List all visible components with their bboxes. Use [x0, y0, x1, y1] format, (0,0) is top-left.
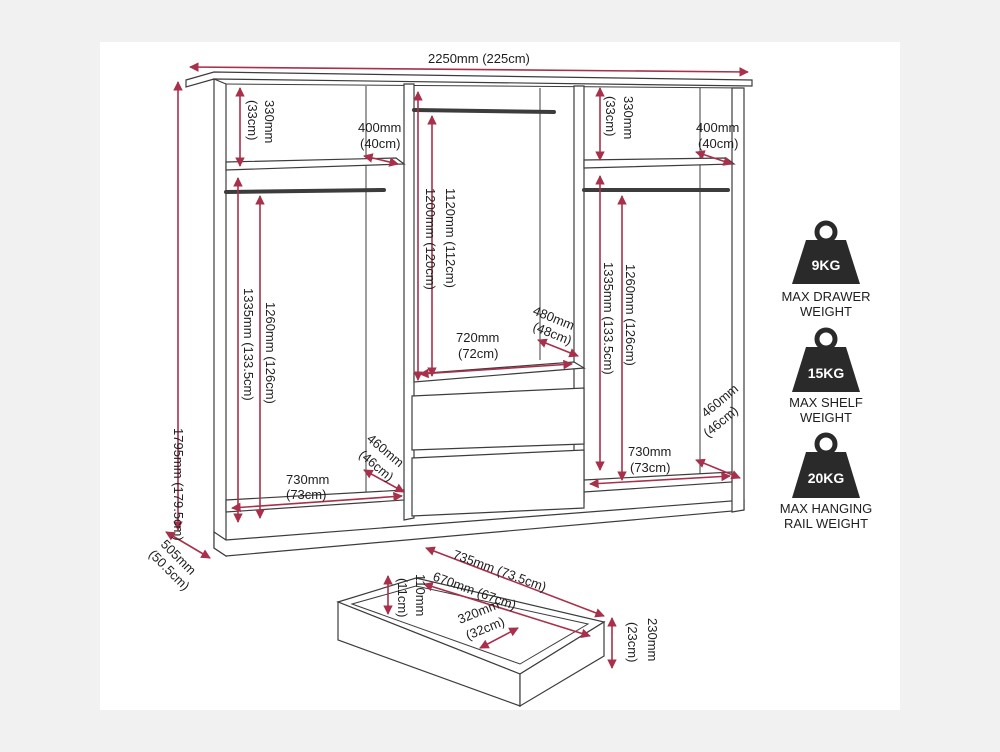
- right-base-width-mm-label: 730mm: [628, 444, 671, 459]
- rail-weight-value: 20KG: [808, 470, 845, 486]
- right-shelf: [583, 157, 736, 169]
- lower-drawer-front: [411, 449, 585, 517]
- left-shelf-depth-mm-label: 400mm: [358, 120, 401, 135]
- separate-drawer: [336, 546, 617, 708]
- right-bottom-deck: [583, 471, 733, 493]
- drawer-weight-icon: 9KG: [792, 220, 860, 284]
- drawer-weight-value: 9KG: [812, 257, 841, 273]
- right-hang-height-label: 1260mm (126cm): [623, 264, 638, 366]
- mid-width-mm-label: 720mm: [456, 330, 499, 345]
- rail-weight-icon: 20KG: [792, 432, 860, 498]
- right-shelf-depth-mm-label: 400mm: [696, 120, 739, 135]
- left-divider: [403, 83, 415, 521]
- drawer-side-face: [519, 620, 605, 708]
- diagram-canvas: 2250mm (225cm) 1795mm (179.5cm) 505mm (5…: [100, 42, 900, 710]
- wardrobe-diagram: 2250mm (225cm) 1795mm (179.5cm) 505mm (5…: [146, 51, 872, 708]
- drawer-inner-height-cm-label: (11cm): [395, 578, 410, 617]
- dimension-labels: 2250mm (225cm) 1795mm (179.5cm) 505mm (5…: [146, 51, 741, 662]
- left-base-width-cm-label: (73cm): [286, 487, 326, 502]
- drawer-front-height-cm-label: (23cm): [625, 622, 640, 662]
- shelf-weight-icon: 15KG: [792, 327, 860, 392]
- left-top-height-mm-label: 330mm: [262, 100, 277, 143]
- left-base-width-mm-label: 730mm: [286, 472, 329, 487]
- rail-weight-label-2: RAIL WEIGHT: [784, 516, 868, 531]
- right-base-width-cm-label: (73cm): [630, 460, 670, 475]
- right-side-panel: [731, 87, 745, 513]
- overall-width-label: 2250mm (225cm): [428, 51, 530, 66]
- left-hang-height-label: 1260mm (126cm): [263, 302, 278, 404]
- mid-width-cm-label: (72cm): [458, 346, 498, 361]
- weight-icons: 9KG MAX DRAWER WEIGHT 15KG MAX SHELF WEI…: [780, 220, 872, 531]
- left-shelf-depth-cm-label: (40cm): [360, 136, 400, 151]
- upper-drawer-front: [411, 387, 585, 451]
- drawer-weight-label-2: WEIGHT: [800, 304, 852, 319]
- right-top-height-cm-label: (33cm): [603, 96, 618, 136]
- mid-rail-height-label: 1120mm (112cm): [443, 188, 458, 288]
- right-top-height-mm-label: 330mm: [621, 96, 636, 139]
- left-hanging-rail: [224, 188, 386, 194]
- left-side-panel: [213, 78, 227, 558]
- left-shelf: [225, 157, 406, 171]
- left-section-height-label: 1335mm (133.5cm): [241, 288, 256, 401]
- left-top-height-cm-label: (33cm): [245, 100, 260, 140]
- middle-hanging-rail: [412, 108, 556, 114]
- drawer-front-height-mm-label: 230mm: [645, 618, 660, 661]
- overall-width-line: [189, 62, 749, 77]
- drawer-inner-height-mm-label: 110mm: [413, 574, 428, 616]
- overall-height-label: 1795mm (179.5cm): [171, 428, 186, 541]
- dimension-lines: [165, 62, 749, 559]
- right-section-height-label: 1335mm (133.5cm): [601, 262, 616, 375]
- shelf-weight-value: 15KG: [808, 365, 845, 381]
- overall-depth-line: [165, 531, 211, 559]
- shelf-weight-label-2: WEIGHT: [800, 410, 852, 425]
- drawer-weight-label-1: MAX DRAWER: [781, 289, 870, 304]
- mid-section-height-label: 1200mm (120cm): [423, 188, 438, 290]
- shelf-weight-label-1: MAX SHELF: [789, 395, 863, 410]
- right-shelf-depth-cm-label: (40cm): [698, 136, 738, 151]
- rail-weight-label-1: MAX HANGING: [780, 501, 872, 516]
